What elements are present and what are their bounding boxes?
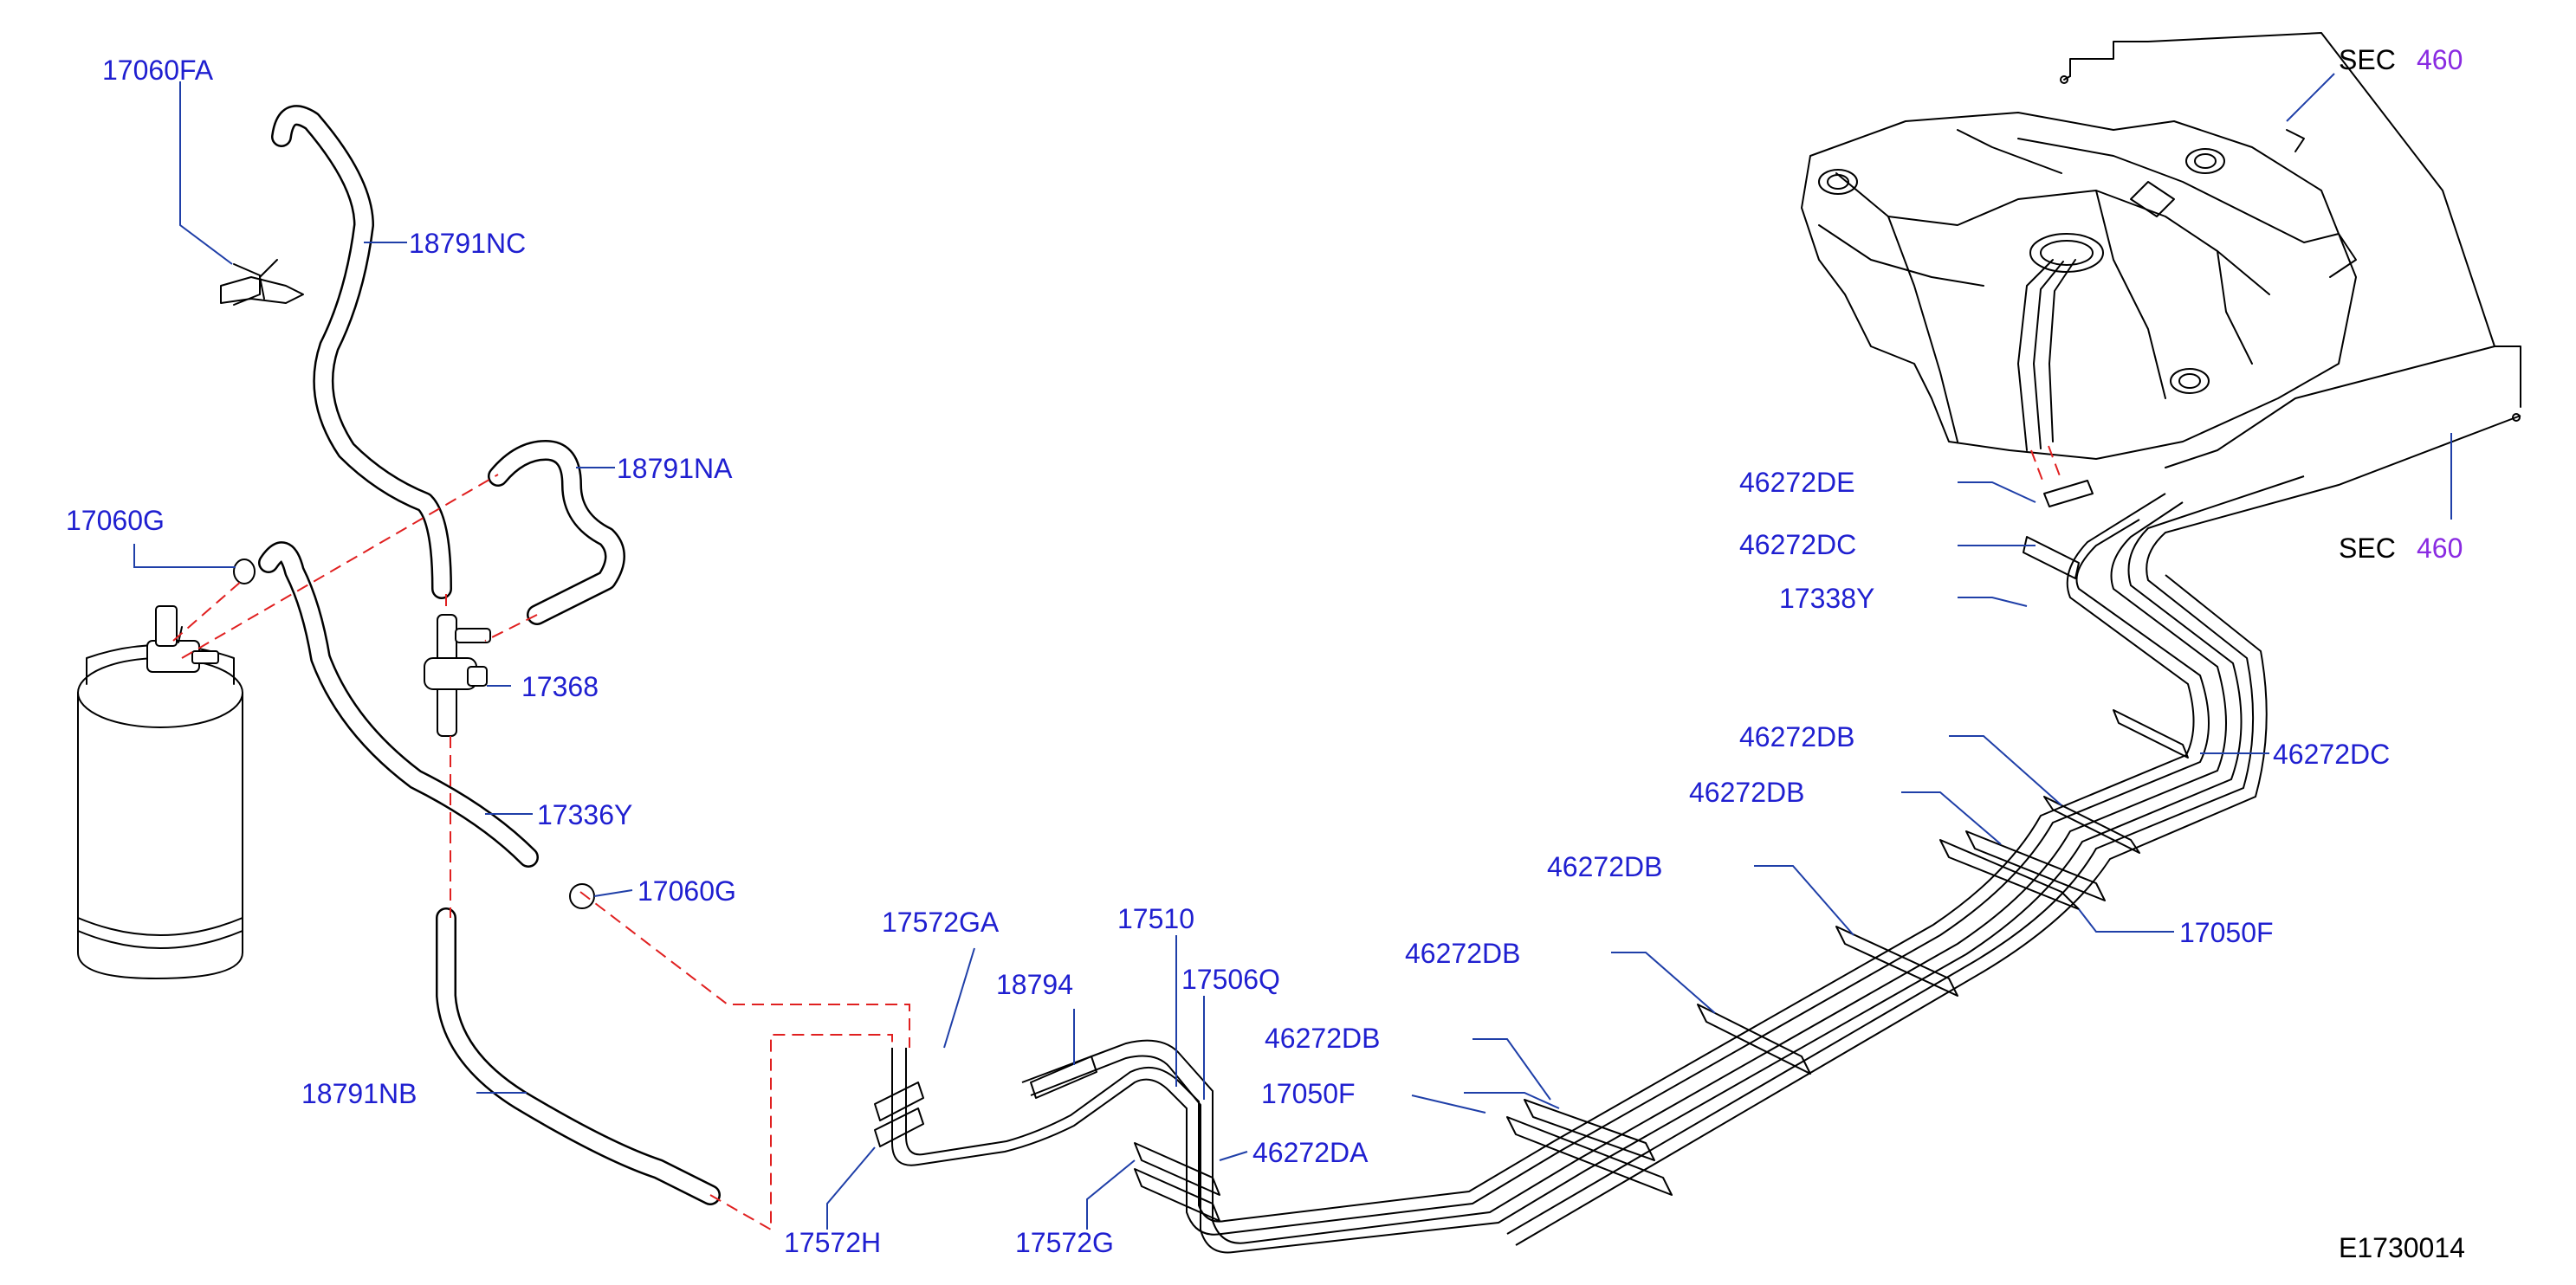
diagram-code: E1730014 [2339,1232,2465,1263]
callout-46272de: 46272DE [1739,467,1854,498]
clamp-17060g-upper [233,559,256,584]
callout-17050f-lower: 17050F [1261,1078,1356,1109]
callout-46272dc-right: 46272DC [2273,739,2390,770]
callout-46272dc-left: 46272DC [1739,529,1856,560]
clip-17060fa [220,259,304,306]
callout-17368: 17368 [521,671,599,702]
fuel-tank [1801,32,2521,468]
connection-lines [172,445,2062,1231]
leader-lines [133,73,2452,1230]
callout-17338y: 17338Y [1779,583,1874,614]
callout-46272db-3: 46272DB [1547,851,1662,882]
callout-46272db-1: 46272DB [1739,721,1854,752]
clamp-17060g-lower [569,883,595,909]
callout-17060g-lower: 17060G [638,875,736,907]
section-ref-upper: SEC 460 [2339,44,2463,75]
section-number: 460 [2417,44,2463,75]
section-label: SEC [2339,44,2396,75]
callout-46272db-5: 46272DB [1265,1023,1380,1054]
section-number: 460 [2417,533,2463,564]
fuel-tubes [874,415,2521,1254]
callout-17572h: 17572H [784,1227,881,1258]
callout-17060g-upper: 17060G [66,505,165,536]
callout-18791nc: 18791NC [409,228,526,259]
callout-46272db-4: 46272DB [1405,938,1520,969]
callout-17060fa: 17060FA [102,55,214,86]
callout-17510: 17510 [1117,903,1194,934]
callout-17336y: 17336Y [537,799,632,830]
evap-canister [77,605,243,979]
clamps [220,259,595,909]
callout-17572ga: 17572GA [882,907,1000,938]
callout-17506q: 17506Q [1181,964,1280,995]
callout-18791nb: 18791NB [301,1078,417,1109]
section-ref-lower: SEC 460 [2339,533,2463,564]
callout-18791na: 18791NA [617,453,733,484]
callout-17572g: 17572G [1015,1227,1114,1258]
callout-17050f-upper: 17050F [2179,917,2274,948]
hoses [258,105,721,1205]
section-references: SEC 460 SEC 460 [2339,44,2463,564]
callout-labels: 17060FA 18791NC 18791NA 17060G 17368 173… [66,55,2390,1258]
callout-46272da: 46272DA [1252,1137,1369,1168]
section-label: SEC [2339,533,2396,564]
callout-46272db-2: 46272DB [1689,777,1804,808]
callout-18794: 18794 [996,969,1073,1000]
